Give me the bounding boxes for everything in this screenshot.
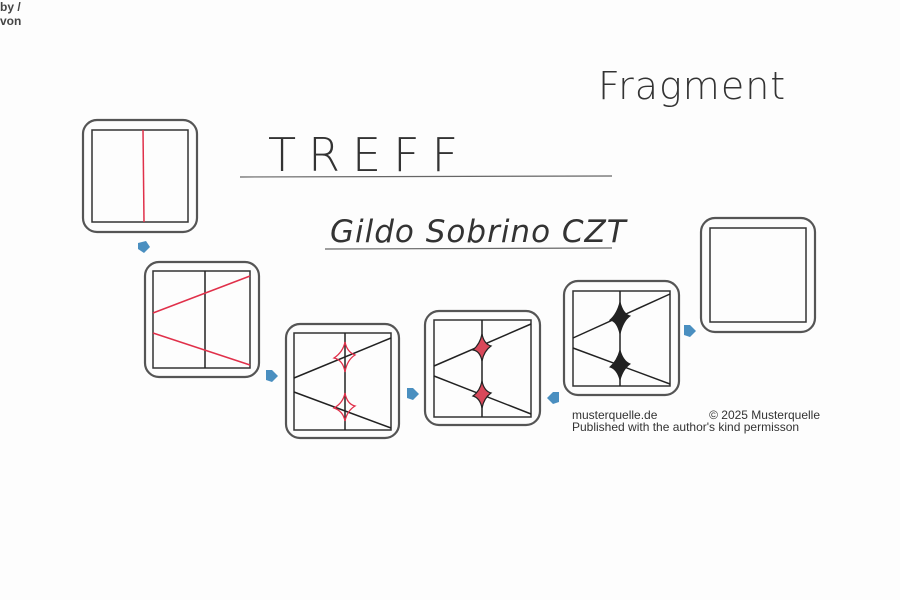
step-5-tile: [562, 279, 681, 397]
step-6-tile: [699, 216, 817, 334]
page-title: TREFF: [268, 128, 471, 182]
fragment-label: Fragment: [598, 64, 787, 108]
by-von-label: by / von: [0, 0, 900, 28]
author-underline: [324, 247, 613, 250]
author-name: Gildo Sobrino CZT: [330, 214, 627, 250]
arrow-icon: [407, 388, 419, 400]
permission-note: Published with the author's kind permiss…: [572, 420, 800, 434]
arrow-icon: [547, 392, 559, 404]
step-1-tile: [81, 118, 199, 234]
arrow-icon: [266, 370, 278, 382]
arrow-icon: [684, 325, 696, 337]
arrow-icon: [138, 241, 150, 253]
copyright: © 2025 Musterquelle: [709, 408, 820, 422]
step-4-tile: [423, 309, 542, 427]
step-2-tile: [143, 260, 261, 379]
step-3-tile: [284, 322, 401, 440]
by-label: by /: [0, 0, 21, 14]
credits: musterquelle.de © 2025 Musterquelle Publ…: [572, 409, 820, 433]
site-link[interactable]: musterquelle.de: [572, 408, 658, 422]
von-label: von: [0, 14, 22, 28]
title-underline: [239, 175, 613, 178]
